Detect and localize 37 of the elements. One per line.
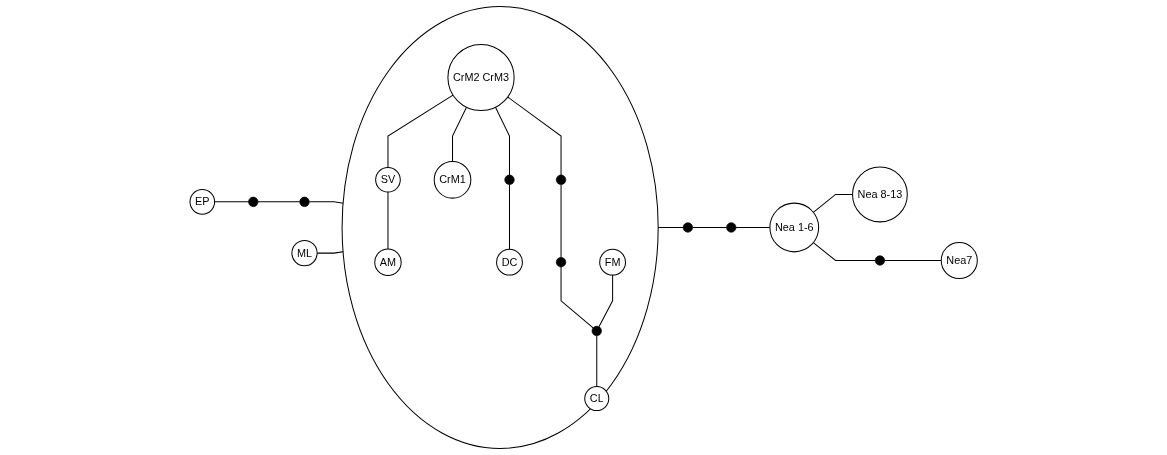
connector — [560, 266, 594, 329]
node-circle: Nea7 — [940, 241, 978, 280]
connector — [598, 274, 613, 328]
node-dot — [682, 222, 693, 233]
connector — [812, 242, 876, 261]
node-circle: FM — [599, 248, 626, 276]
node-circle: EP — [189, 189, 215, 215]
node-circle: AM — [374, 248, 402, 276]
node-circle: Nea 1-6 — [769, 202, 819, 253]
node-circle: DC — [495, 248, 523, 276]
node-circle: SV — [375, 166, 401, 193]
connector — [387, 94, 454, 168]
connector — [508, 184, 510, 250]
node-circle: Nea 8-13 — [851, 166, 908, 223]
node-circle: CrM1 — [433, 160, 472, 199]
cluster — [341, 5, 659, 450]
connector — [884, 260, 942, 261]
connector — [451, 106, 467, 162]
node-dot — [591, 325, 602, 337]
connector — [812, 193, 853, 213]
connector — [596, 335, 598, 388]
node-dot — [555, 174, 566, 185]
node-dot — [874, 255, 885, 266]
connector — [560, 184, 562, 258]
node-dot — [504, 174, 515, 185]
node-dot — [248, 196, 259, 207]
node-dot — [299, 196, 310, 207]
connector — [257, 201, 301, 203]
node-dot — [726, 222, 737, 233]
connector — [691, 227, 727, 228]
node-circle: CL — [584, 386, 610, 412]
connector — [494, 106, 510, 176]
connector — [507, 96, 562, 176]
node-circle: CrM2 CrM3 — [447, 43, 515, 112]
connector — [387, 191, 389, 250]
node-dot — [555, 257, 566, 268]
node-circle: ML — [291, 240, 318, 267]
